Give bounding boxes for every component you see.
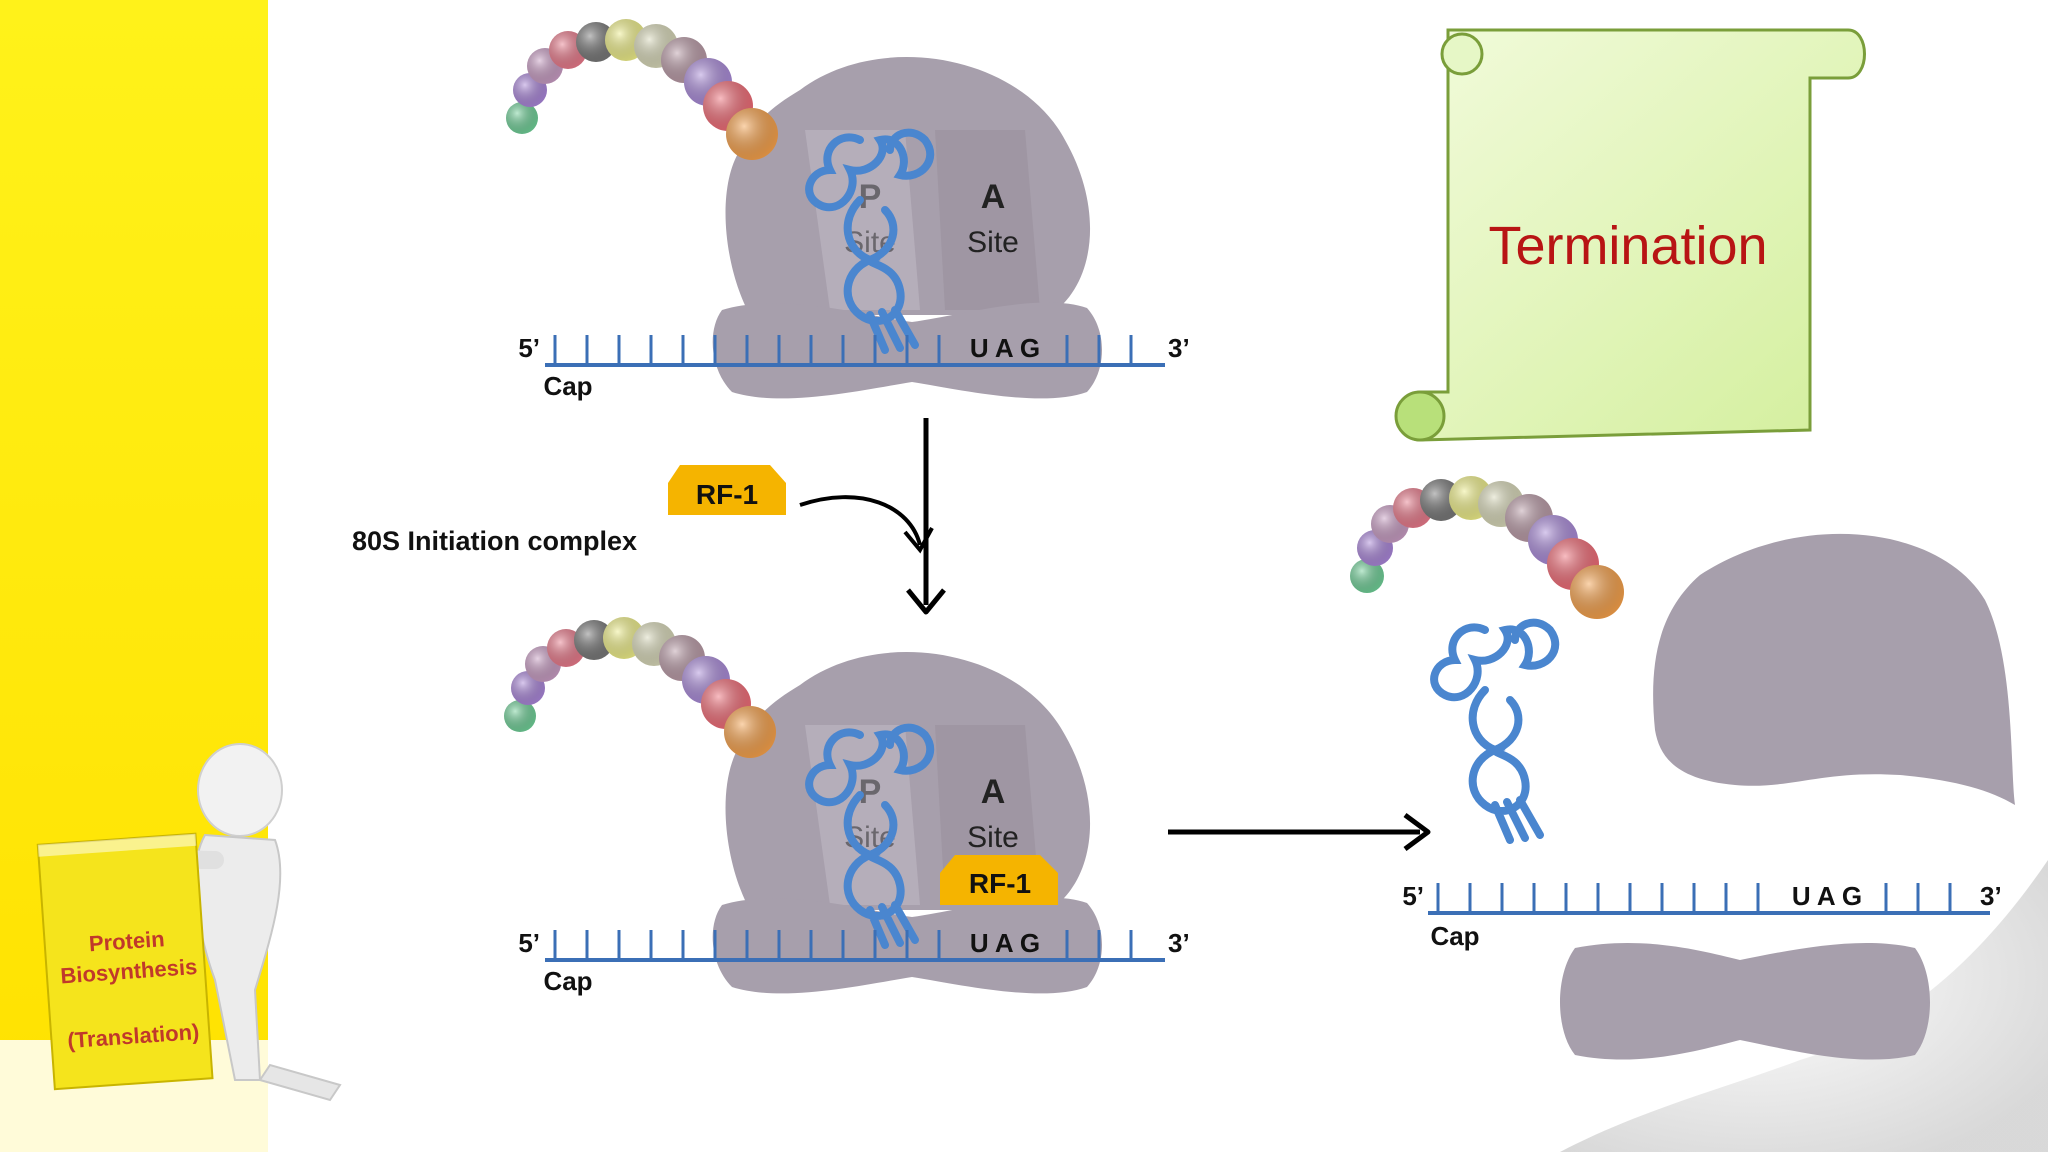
- stop-codon: U A G: [970, 333, 1040, 363]
- rf1-badge-incoming: RF-1: [668, 465, 786, 515]
- amino-acid-bead-shading: [506, 102, 538, 134]
- mrna-5prime-right: 5’: [1402, 881, 1424, 911]
- a-site-letter-mid: A: [981, 773, 1006, 811]
- trna-top: [805, 128, 935, 354]
- amino-acid-bead-shading: [574, 620, 614, 660]
- mrna-middle: 5’ 3’ Cap U A G: [518, 928, 1189, 996]
- a-site-label: Site: [967, 226, 1019, 259]
- mrna-3prime-mid: 3’: [1168, 928, 1190, 958]
- p-site-pocket: [805, 130, 920, 310]
- initiation-complex-label: 80S Initiation complex: [352, 526, 637, 556]
- trna-middle: [805, 723, 935, 949]
- p-site-letter: P: [859, 178, 882, 216]
- rf1-label-incoming: RF-1: [696, 479, 758, 510]
- book-line-1: Protein: [88, 926, 165, 956]
- amino-acid-bead-shading: [726, 108, 778, 160]
- ribosome-top: [725, 57, 1091, 316]
- released-large-subunit: [1653, 533, 2015, 805]
- mrna-3prime-right: 3’: [1980, 881, 2002, 911]
- p-site-pocket: [805, 725, 920, 905]
- a-site-letter: A: [981, 178, 1006, 216]
- mrna-cap-right: Cap: [1430, 921, 1479, 951]
- amino-acid-bead-shading: [724, 706, 776, 758]
- page-curl: [1560, 860, 2048, 1152]
- title-scroll: Termination: [1394, 28, 1866, 442]
- mrna-5prime: 5’: [518, 333, 540, 363]
- protein-book: Protein Biosynthesis (Translation): [36, 832, 214, 1091]
- rf1-label-bound: RF-1: [969, 868, 1031, 899]
- released-small-subunit: [1560, 942, 1930, 1060]
- amino-acid-bead-shading: [504, 700, 536, 732]
- released-trna: [1430, 618, 1560, 844]
- stop-codon-right: U A G: [1792, 881, 1862, 911]
- rf1-bound: RF-1: [940, 855, 1058, 905]
- released-peptide-chain: [1350, 476, 1624, 619]
- mrna-top: 5’ 3’ Cap U A G: [518, 333, 1189, 401]
- p-site-letter-mid: P: [859, 773, 882, 811]
- mrna-5prime-mid: 5’: [518, 928, 540, 958]
- amino-acid-bead-shading: [1570, 565, 1624, 619]
- peptide-chain-top: [506, 19, 778, 160]
- mrna-3prime: 3’: [1168, 333, 1190, 363]
- peptide-chain-middle: [504, 617, 776, 758]
- mrna-cap-mid: Cap: [543, 966, 592, 996]
- down-arrow: [799, 418, 946, 615]
- right-arrow: [1168, 812, 1431, 852]
- released-mrna: 5’ 3’ Cap U A G: [1402, 881, 2001, 951]
- a-site-pocket: [935, 130, 1040, 310]
- amino-acid-bead-shading: [576, 22, 616, 62]
- amino-acid-bead-shading: [1350, 559, 1384, 593]
- stop-codon-mid: U A G: [970, 928, 1040, 958]
- title-text: Termination: [1488, 216, 1767, 276]
- mrna-cap: Cap: [543, 371, 592, 401]
- a-site-label-mid: Site: [967, 821, 1019, 854]
